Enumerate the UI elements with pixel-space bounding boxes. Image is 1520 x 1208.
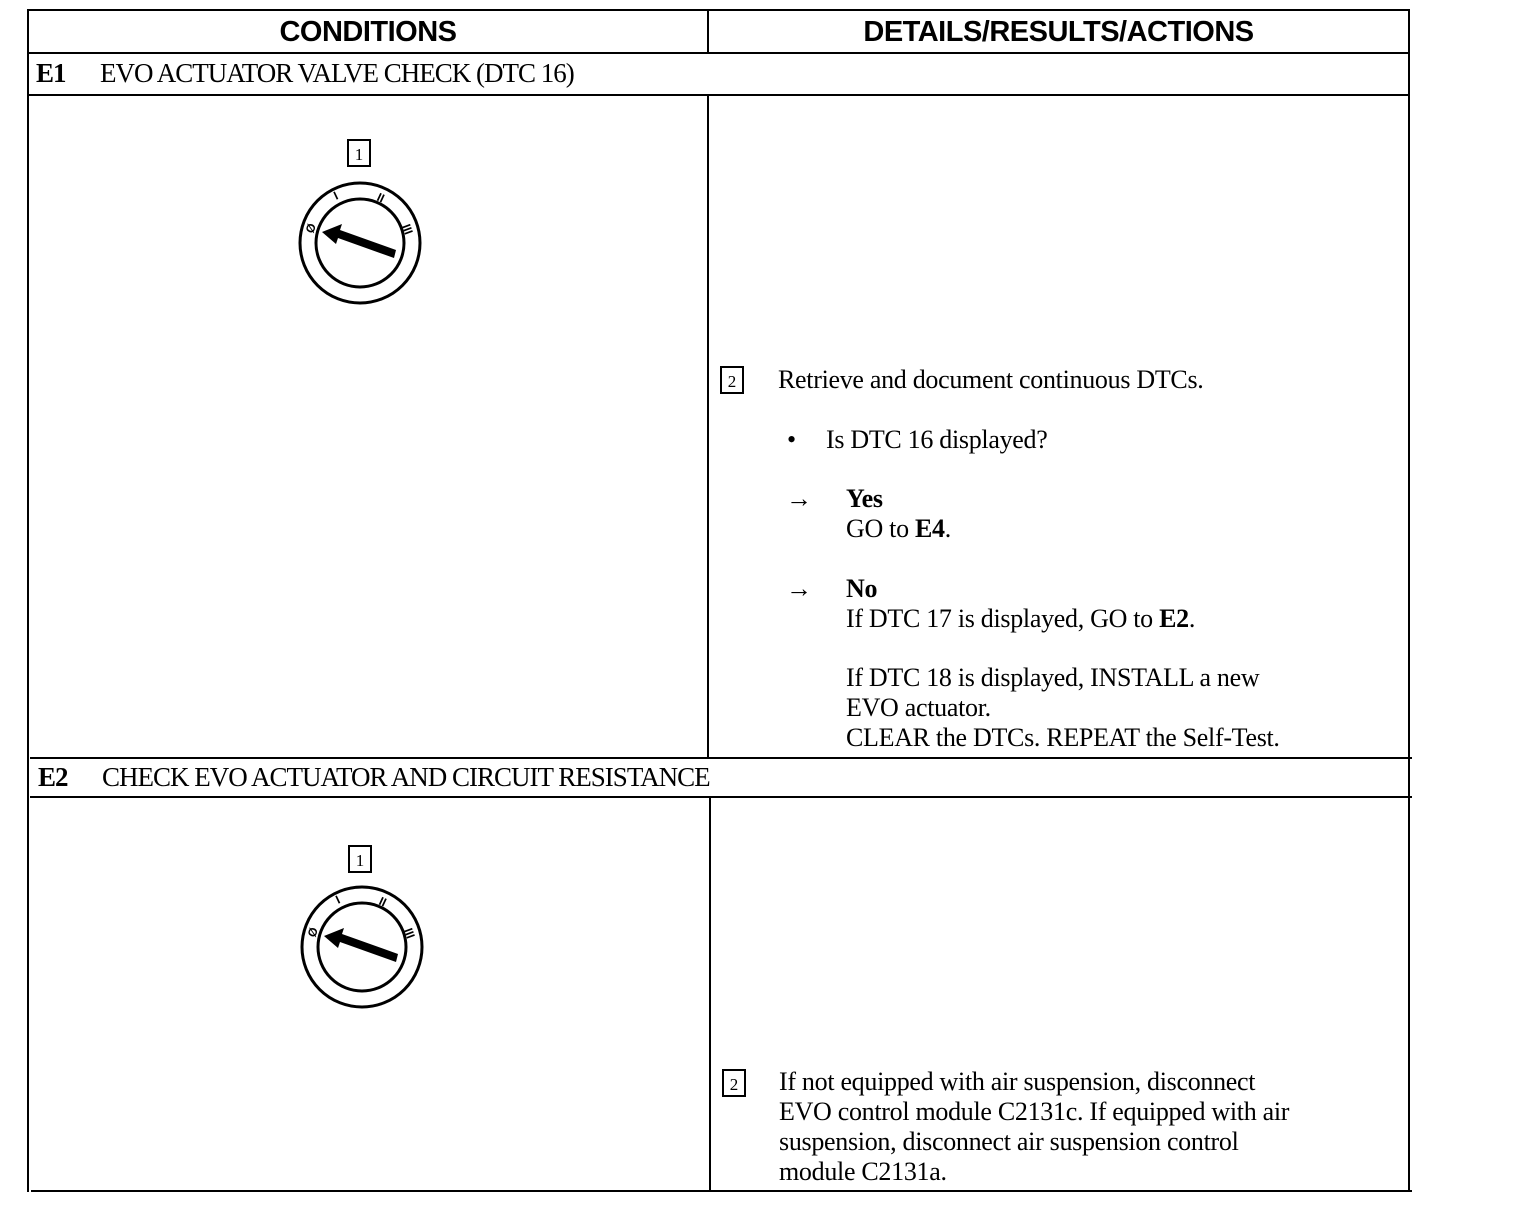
no-line-1-suffix: .: [1188, 604, 1196, 633]
no-arrow-icon: →: [786, 574, 812, 603]
switch-pos-1: I: [333, 893, 342, 907]
switch-pos-3: III: [401, 926, 418, 940]
column-divider-header: [707, 9, 709, 54]
column-divider-e2: [709, 796, 711, 1192]
e1-id: E1: [36, 58, 67, 88]
no-line-3: EVO actuator.: [846, 693, 991, 722]
header-divider: [27, 52, 1410, 54]
table-top-border: [27, 9, 1410, 11]
e2-title-divider: [30, 796, 1412, 798]
e1-step2-text: Retrieve and document continuous DTCs.: [778, 365, 1204, 394]
e1-section-title: E1 EVO ACTUATOR VALVE CHECK (DTC 16): [36, 58, 575, 89]
e2-step2-line-2: EVO control module C2131c. If equipped w…: [779, 1097, 1290, 1126]
table-right-border: [1408, 9, 1410, 1192]
e2-section-title: E2 CHECK EVO ACTUATOR AND CIRCUIT RESISTA…: [38, 762, 711, 793]
e1-title-divider: [29, 94, 1410, 96]
switch-pos-3: III: [399, 222, 416, 236]
ignition-switch-icon: Ø I II III: [300, 885, 424, 1009]
switch-pos-1: I: [331, 189, 340, 203]
column-divider-e1: [707, 94, 709, 759]
details-header: DETAILS/RESULTS/ACTIONS: [863, 16, 1254, 48]
e2-top-divider: [30, 757, 1412, 759]
yes-action-suffix: .: [944, 514, 952, 543]
e2-step2-line-3: suspension, disconnect air suspension co…: [779, 1127, 1239, 1156]
switch-pos-2: II: [375, 190, 387, 206]
no-line-2: If DTC 18 is displayed, INSTALL a new: [846, 663, 1260, 692]
bullet-icon: •: [787, 425, 797, 454]
table-bottom-border: [31, 1190, 1412, 1192]
e2-step2-number: 2: [722, 1069, 746, 1097]
yes-action-target[interactable]: E4: [914, 514, 945, 543]
no-line-1-target[interactable]: E2: [1159, 604, 1189, 633]
ignition-switch-icon: Ø I II III: [298, 181, 422, 305]
yes-action: GO to E4.: [846, 514, 951, 544]
e2-title: CHECK EVO ACTUATOR AND CIRCUIT RESISTANC…: [102, 762, 711, 792]
e2-step2-line-1: If not equipped with air suspension, dis…: [779, 1067, 1256, 1096]
switch-key-arrow: [324, 928, 398, 962]
switch-pos-off: Ø: [305, 925, 321, 939]
yes-label: Yes: [846, 484, 883, 513]
e1-step2-number: 2: [720, 366, 744, 394]
no-line-1-prefix: If DTC 17 is displayed, GO to: [846, 604, 1160, 633]
conditions-header: CONDITIONS: [279, 16, 457, 48]
e2-step1-number: 1: [348, 845, 372, 873]
e1-step1-number: 1: [347, 139, 371, 167]
no-line-1: If DTC 17 is displayed, GO to E2.: [846, 604, 1195, 634]
e2-id: E2: [38, 762, 69, 792]
no-label: No: [846, 574, 878, 603]
table-left-border: [27, 9, 29, 1192]
e1-question: Is DTC 16 displayed?: [826, 425, 1048, 454]
switch-key-arrow: [322, 224, 396, 258]
yes-action-prefix: GO to: [846, 514, 915, 543]
e2-step2-line-4: module C2131a.: [779, 1157, 947, 1186]
switch-pos-off: Ø: [303, 221, 319, 235]
e1-title: EVO ACTUATOR VALVE CHECK (DTC 16): [100, 58, 575, 88]
switch-pos-2: II: [377, 894, 389, 910]
yes-arrow-icon: →: [786, 484, 812, 513]
no-line-4: CLEAR the DTCs. REPEAT the Self-Test.: [846, 723, 1280, 752]
